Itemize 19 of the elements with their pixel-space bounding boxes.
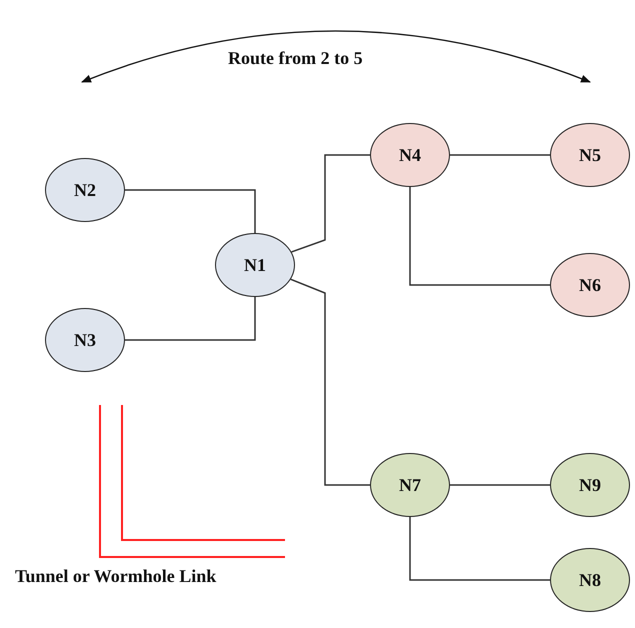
network-node: N7: [370, 453, 450, 517]
legend-text: Tunnel or Wormhole Link: [15, 566, 216, 587]
network-node: N2: [45, 158, 125, 222]
connector-line: [125, 297, 256, 341]
connector-line: [409, 517, 550, 581]
network-node: N1: [215, 233, 295, 297]
network-node: N6: [550, 253, 630, 317]
network-node: N4: [370, 123, 450, 187]
route-label: Route from 2 to 5: [228, 48, 363, 69]
connector-line: [291, 154, 370, 253]
connector-line: [409, 187, 550, 286]
connector-line: [290, 278, 370, 486]
network-node: N5: [550, 123, 630, 187]
connector-line: [125, 189, 256, 233]
connector-line: [450, 154, 550, 156]
network-node: N3: [45, 308, 125, 372]
network-node: N8: [550, 548, 630, 612]
network-node: N9: [550, 453, 630, 517]
connector-line: [450, 484, 550, 486]
